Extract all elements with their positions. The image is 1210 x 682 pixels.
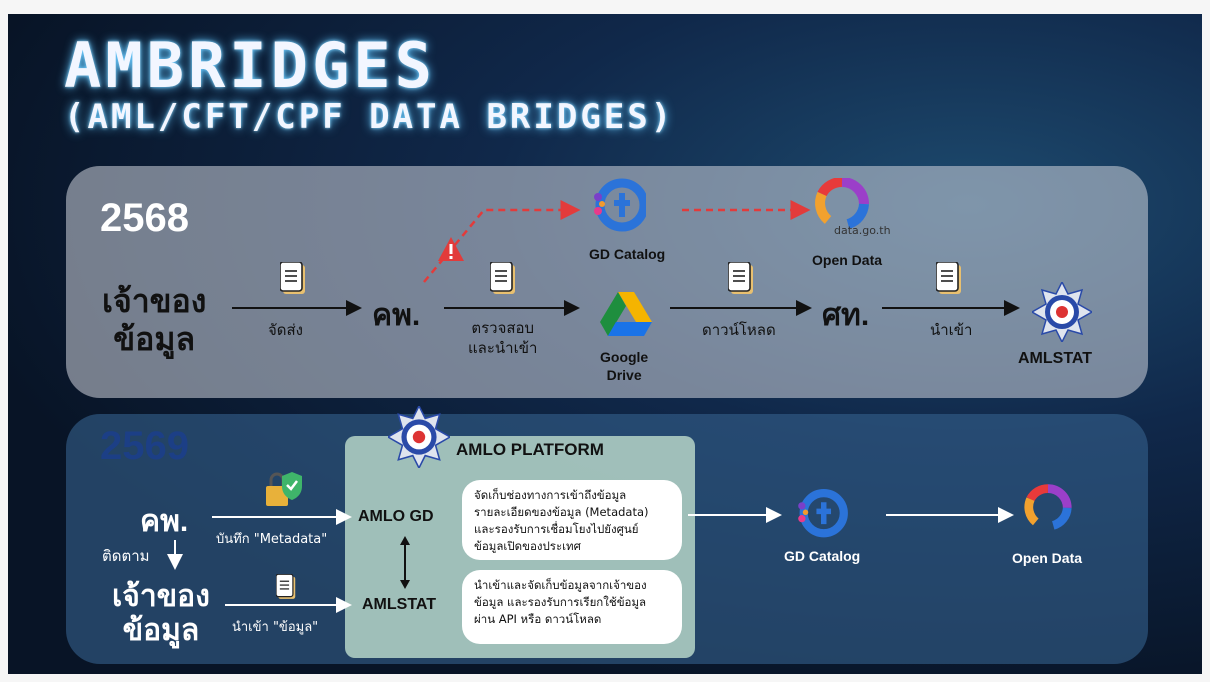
title-main: AMBRIDGES [64, 29, 436, 102]
platform-title: AMLO PLATFORM [456, 440, 604, 459]
page-title: AMBRIDGES (AML/CFT/CPF DATA BRIDGES) [64, 29, 675, 137]
gd-catalog-label: GD Catalog [589, 246, 666, 262]
panel-2568 [66, 166, 1148, 398]
import-data-label: นำเข้า "ข้อมูล" [232, 620, 319, 635]
gd-catalog-logo [798, 489, 848, 538]
st-label: ศท. [822, 299, 870, 332]
document-icon [936, 262, 961, 294]
gd-catalog-logo [594, 178, 646, 232]
document-icon [490, 262, 515, 294]
amlo-gd-description: จัดเก็บช่องทางการเข้าถึงข้อมูล รายละเอีย… [462, 480, 682, 560]
import-label: นำเข้า [930, 321, 973, 339]
kp-label-2569: คพ. [140, 505, 189, 538]
document-icon [728, 262, 753, 294]
gd-catalog-label-2569: GD Catalog [784, 548, 861, 564]
warning-icon [438, 237, 464, 261]
download-label: ดาวน์โหลด [702, 321, 776, 339]
amlo-seal-icon [388, 406, 450, 468]
open-data-label: Open Data [812, 252, 883, 268]
send-label: จัดส่ง [268, 321, 304, 339]
google-drive-label: Google Drive [600, 349, 649, 383]
google-drive-logo [600, 292, 652, 336]
lock-shield-icon [266, 472, 302, 506]
document-icon [276, 574, 296, 599]
open-data-logo [1024, 484, 1072, 530]
title-sub: (AML/CFT/CPF DATA BRIDGES) [64, 97, 675, 137]
year-2569: 2569 [100, 424, 189, 468]
record-metadata-label: บันทึก "Metadata" [216, 532, 328, 547]
amlstat-label-2569: AMLSTAT [362, 596, 437, 613]
data-owner-label: เจ้าของ ข้อมูล [102, 283, 207, 357]
amlstat-description: นำเข้าและจัดเก็บข้อมูลจากเจ้าของ ข้อมูล … [462, 570, 682, 644]
data-go-th-label: data.go.th [834, 224, 891, 237]
verify-label: ตรวจสอบ และนำเข้า [468, 319, 538, 357]
open-data-logo [815, 178, 869, 228]
kp-label: คพ. [372, 299, 421, 332]
open-data-label-2569: Open Data [1012, 550, 1083, 566]
follow-label: ติดตาม [102, 547, 150, 565]
amlstat-label-2568: AMLSTAT [1018, 350, 1093, 367]
data-owner-label-2569: เจ้าของ ข้อมูล [112, 580, 210, 647]
year-2568: 2568 [100, 196, 189, 240]
amlo-gd-label: AMLO GD [358, 508, 434, 525]
document-icon [280, 262, 305, 294]
dashed-to-gd-catalog [423, 200, 581, 283]
amlo-seal-icon [1032, 282, 1092, 342]
